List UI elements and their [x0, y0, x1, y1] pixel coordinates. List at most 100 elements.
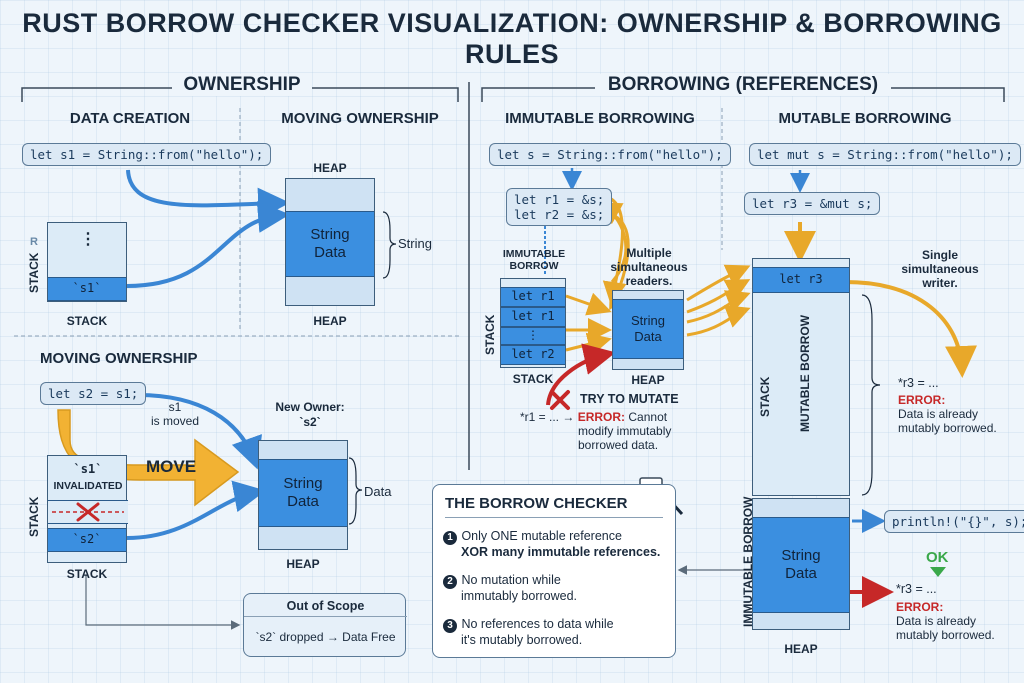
r3-assign-1: *r3 = ... [898, 376, 939, 390]
borrow-checker-panel: THE BORROW CHECKER 1 Only ONE mutable re… [432, 484, 676, 658]
mutate-arrow [546, 343, 616, 406]
checker-divider [445, 517, 663, 518]
stack-label-3: STACK [483, 314, 497, 355]
scope-connector [85, 575, 241, 630]
stack-r-mark: R [30, 236, 38, 248]
error-word: ERROR: [577, 410, 626, 424]
rule-2-line2: immutably borrowed. [461, 589, 578, 603]
checker-rule-1: 1 Only ONE mutable reference XOR many im… [443, 527, 660, 560]
out-of-scope-box: Out of Scope `s2` dropped → Data Free [243, 593, 407, 657]
code-s: let s = String::from("hello"); [489, 143, 731, 166]
invalidated-label: INVALIDATED [53, 480, 123, 492]
stack-box-1: ⋮ `s1` [47, 222, 127, 302]
heap-string-data-1: String Data [286, 211, 374, 277]
checker-title: THE BORROW CHECKER [445, 495, 628, 512]
data-brace-label: Data [364, 484, 392, 499]
ok-triangle [930, 567, 946, 577]
rule-3-number: 3 [443, 619, 457, 633]
stack-cell-s1: `s1` [48, 277, 126, 301]
heap-box-1: String Data [285, 178, 375, 306]
mutable-borrow-label: MUTABLE BORROW [798, 314, 812, 432]
error-line-2: modify immutably [578, 424, 672, 438]
stack-caption-3: STACK [512, 372, 554, 386]
page-title: RUST BORROW CHECKER VISUALIZATION: OWNER… [22, 8, 1002, 69]
borrowing-heading: BORROWING (REFERENCES) [595, 74, 891, 96]
rule-1-number: 1 [443, 531, 457, 545]
arrow-s2-to-heap [126, 480, 266, 540]
mutate-error: *r1 = ... → ERROR: Cannot [520, 410, 667, 424]
code-println: println!("{}", s); [884, 510, 1024, 533]
string-brace-label: String [398, 236, 432, 251]
new-owner-label: New Owner: `s2` [275, 400, 345, 429]
immutable-borrowing-label: IMMUTABLE BORROWING [505, 110, 695, 127]
ownership-heading: OWNERSHIP [172, 74, 312, 96]
brace-stack-right [861, 294, 881, 496]
stack-label-2: STACK [27, 496, 41, 537]
code-mut-s: let mut s = String::from("hello"); [749, 143, 1021, 166]
stack-caption-1: STACK [66, 314, 108, 328]
error-2-text: Data is already mutably borrowed. [896, 614, 995, 642]
stack-box-2: `s1` INVALIDATED `s2` [47, 455, 128, 563]
stack-caption-2: STACK [66, 567, 108, 581]
x-mark-icon [550, 390, 570, 410]
invalid-cell [48, 500, 128, 524]
code-s1: let s1 = String::from("hello"); [22, 143, 272, 166]
moving-ownership-top-label: MOVING OWNERSHIP [281, 110, 439, 127]
scope-divider [244, 616, 407, 617]
single-writer-label: Single simultaneous writer. [901, 248, 979, 290]
r3-assign-2: *r3 = ... [896, 582, 937, 596]
scope-text: `s2` dropped → Data Free [255, 630, 396, 644]
arrow-code-to-heap [126, 169, 290, 220]
heap-string-data-3: String Data [613, 299, 683, 359]
moving-ownership-bottom-label: MOVING OWNERSHIP [40, 350, 198, 367]
heap-string-data-4: String Data [753, 517, 849, 613]
s1-invalid-name: `s1` [73, 462, 103, 476]
rule-2-line1: No mutation while [461, 573, 561, 587]
immutable-borrow-label: IMMUTABLE BORROW [502, 248, 566, 272]
stack-box-3: let r1 let r1 ⋮ let r2 [500, 278, 566, 368]
s1-moved-note: s1 is moved [150, 400, 200, 428]
heap-label-2: HEAP [286, 557, 320, 571]
stack-cell-r3: let r3 [753, 267, 849, 293]
stack-cell-r1b: let r1 [501, 307, 565, 327]
heap-bottom-label: HEAP [313, 314, 347, 328]
try-mutate-label: TRY TO MUTATE [580, 392, 679, 406]
error-cont: modify immutably borrowed data. [578, 424, 671, 452]
move-label: MOVE [146, 457, 197, 476]
error-1-text: Data is already mutably borrowed. [898, 407, 997, 435]
code-refs: let r1 = &s; let r2 = &s; [506, 188, 613, 226]
error-rest: Cannot [625, 410, 668, 424]
string-brace [382, 211, 397, 279]
code-r3: let r3 = &mut s; [744, 192, 881, 215]
error-2-label: ERROR: [896, 600, 944, 614]
multiple-readers-label: Multiple simultaneous readers. [610, 246, 688, 288]
mutate-line: *r1 = ... → [520, 410, 575, 424]
checker-rule-3: 3 No references to data while it's mutab… [443, 615, 614, 648]
heap-box-3: String Data [612, 290, 684, 370]
heap-caption-3: HEAP [631, 373, 665, 387]
immutable-borrow-vert: IMMUTABLE BORROW [741, 496, 755, 627]
rule-1-line2: XOR many immutable references. [461, 545, 661, 559]
arrow-code-s2-to-heap [137, 393, 262, 470]
stack-cell-r2: let r2 [501, 345, 565, 365]
ok-label: OK [926, 549, 949, 566]
stack-cell-s2: `s2` [48, 528, 126, 552]
rule-3-line2: it's mutably borrowed. [461, 633, 583, 647]
rule-3-line1: No references to data while [461, 617, 614, 631]
stack-dots: ⋮ [80, 231, 96, 248]
error-line-3: borrowed data. [578, 438, 659, 452]
invalid-x-icon [52, 502, 124, 522]
error-1-label: ERROR: [898, 393, 946, 407]
rule-1-line1: Only ONE mutable reference [461, 529, 622, 543]
data-brace [348, 457, 363, 525]
heap-box-4: String Data [752, 498, 850, 630]
stack-cell-r1a: let r1 [501, 287, 565, 307]
checker-rule-2: 2 No mutation while immutably borrowed. [443, 571, 577, 604]
stack-box-4: let r3 [752, 258, 850, 496]
data-creation-label: DATA CREATION [69, 110, 191, 127]
scope-title: Out of Scope [286, 599, 365, 613]
code-s2: let s2 = s1; [40, 382, 147, 405]
heap-caption-4: HEAP [784, 642, 818, 656]
stack-label-4: STACK [758, 376, 772, 417]
